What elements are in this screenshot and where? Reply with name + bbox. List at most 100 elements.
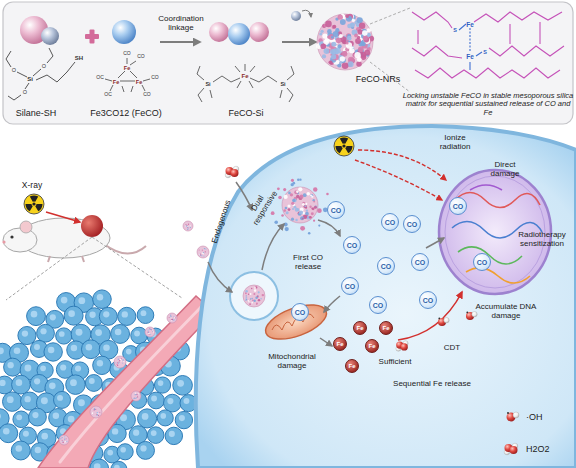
legend-swatch-part — [507, 412, 509, 414]
co-bubble: CO — [419, 291, 437, 309]
atom-label: O — [12, 67, 16, 73]
nanoparticle-part — [152, 329, 153, 330]
mouse-part — [20, 221, 32, 233]
nanoparticle-part — [317, 14, 373, 70]
nanoparticle-part — [340, 19, 346, 25]
mouse-part — [3, 228, 37, 252]
nanoparticle-part — [152, 330, 153, 331]
nanoparticle-part — [173, 316, 174, 317]
co-bubble: CO — [381, 213, 399, 231]
tumor-cell-cluster-part — [71, 345, 77, 351]
silica-network-part — [539, 22, 540, 44]
nanoparticle-part — [171, 320, 172, 321]
nanoparticle-part — [260, 298, 262, 300]
nanoparticle-part — [149, 328, 150, 329]
tumor-cell-cluster-part — [107, 450, 113, 456]
radiation-arrow-part — [355, 160, 442, 200]
silane-icon — [20, 16, 59, 45]
nanoparticle-part — [358, 47, 364, 53]
nanoparticle-part — [258, 291, 260, 293]
atom-label: CO — [143, 92, 151, 98]
nanoparticle-part — [292, 182, 295, 185]
tumor-cell-cluster-part — [75, 366, 81, 372]
nanoparticle-part — [94, 408, 95, 409]
tumor-cell-cluster-part — [37, 324, 55, 342]
nanoparticle-part — [135, 395, 136, 396]
tumor-cell-cluster-part — [151, 430, 157, 436]
process-arrow — [208, 182, 444, 346]
nanoparticle-part — [332, 25, 336, 29]
nanoparticle-part — [134, 397, 135, 398]
bubble-text: CO — [415, 259, 426, 266]
radiation-symbol-part — [340, 138, 348, 144]
feco-si-structure-part — [287, 66, 294, 80]
nanoparticle-part — [283, 209, 286, 212]
assembly-arrow-part — [302, 10, 311, 17]
nanoparticle-part — [312, 207, 315, 210]
feco-si-icon-part — [209, 22, 229, 42]
atom-label: Fe — [113, 79, 119, 85]
feco-si-structure-part — [210, 90, 212, 98]
feco-si-structure-part — [280, 90, 282, 98]
feco-si-structure-part — [250, 76, 277, 82]
tumor-cell-cluster-part — [78, 399, 85, 406]
atom-label: OC — [104, 92, 112, 98]
nanoparticle-part — [173, 320, 174, 321]
nanoparticle-part — [90, 406, 102, 418]
tumor-cell-cluster-part — [18, 326, 36, 344]
nanoparticle-part — [285, 207, 288, 210]
nanoparticle-part — [292, 199, 295, 202]
tumor-cell-cluster-part — [0, 413, 1, 420]
nanoparticle-part — [248, 300, 249, 301]
nanoparticle-part — [64, 436, 65, 437]
tumor-cell-cluster-part — [179, 415, 185, 421]
nanoparticle-part — [291, 218, 294, 221]
nanoparticle-part — [309, 216, 312, 219]
tumor-cell-cluster-part — [32, 412, 38, 418]
nanoparticle-part — [299, 210, 303, 214]
nanoparticle-part — [203, 255, 204, 256]
nanoparticle-part — [135, 392, 136, 393]
tumor-cell-cluster-part — [160, 413, 166, 419]
bubble-text: CO — [423, 297, 434, 304]
mouse-part — [81, 215, 103, 237]
tumor-cell-cluster-part — [56, 328, 72, 344]
tumor-cell-cluster-part — [177, 380, 184, 387]
nanoparticle-part — [138, 393, 139, 394]
nanoparticle-part — [169, 317, 170, 318]
tumor-cell-cluster-part — [117, 444, 133, 460]
nanoparticle-part — [134, 397, 135, 398]
tumor-cell-cluster-part — [131, 327, 148, 344]
nanoparticle-part — [313, 201, 315, 203]
tumor-cell-cluster-part — [118, 307, 136, 325]
process-label: Sufficient — [379, 358, 412, 367]
nanoparticle-part — [171, 319, 172, 320]
silica-network-part — [417, 30, 418, 44]
silane-structure-part — [47, 48, 53, 63]
nanoparticle-part — [97, 414, 98, 415]
tumor-cell-cluster-part — [78, 297, 85, 304]
nanoparticle-part — [64, 441, 65, 442]
nanoparticle-part — [256, 303, 258, 305]
nanoparticle-part — [298, 187, 302, 191]
nanoparticle-part — [186, 226, 187, 227]
tumor-cell-cluster-part — [158, 380, 164, 386]
tumor-cell-cluster-part — [4, 358, 22, 376]
tumor-cell-cluster-part — [49, 383, 56, 390]
nanoparticle-part — [245, 297, 247, 299]
nanoparticle-part — [322, 54, 326, 58]
tumor-cell-cluster-part — [93, 356, 111, 374]
nanoparticle-part — [174, 317, 175, 318]
tumor-cell-cluster-part — [61, 297, 68, 304]
nanoparticle-part — [357, 29, 362, 34]
silane-structure-part — [25, 83, 29, 89]
tumor-cell-cluster-part — [85, 375, 102, 392]
assembly-arrow-part — [282, 41, 316, 43]
nanoparticle-part — [64, 439, 65, 440]
tumor-cell-cluster-part — [141, 310, 147, 316]
nanoparticle-part — [347, 24, 352, 29]
tumor-cell-cluster-part — [13, 411, 30, 428]
nanoparticle-part — [296, 191, 298, 193]
feco-si-structure-part — [250, 66, 255, 72]
nanoparticle-part — [255, 297, 257, 299]
